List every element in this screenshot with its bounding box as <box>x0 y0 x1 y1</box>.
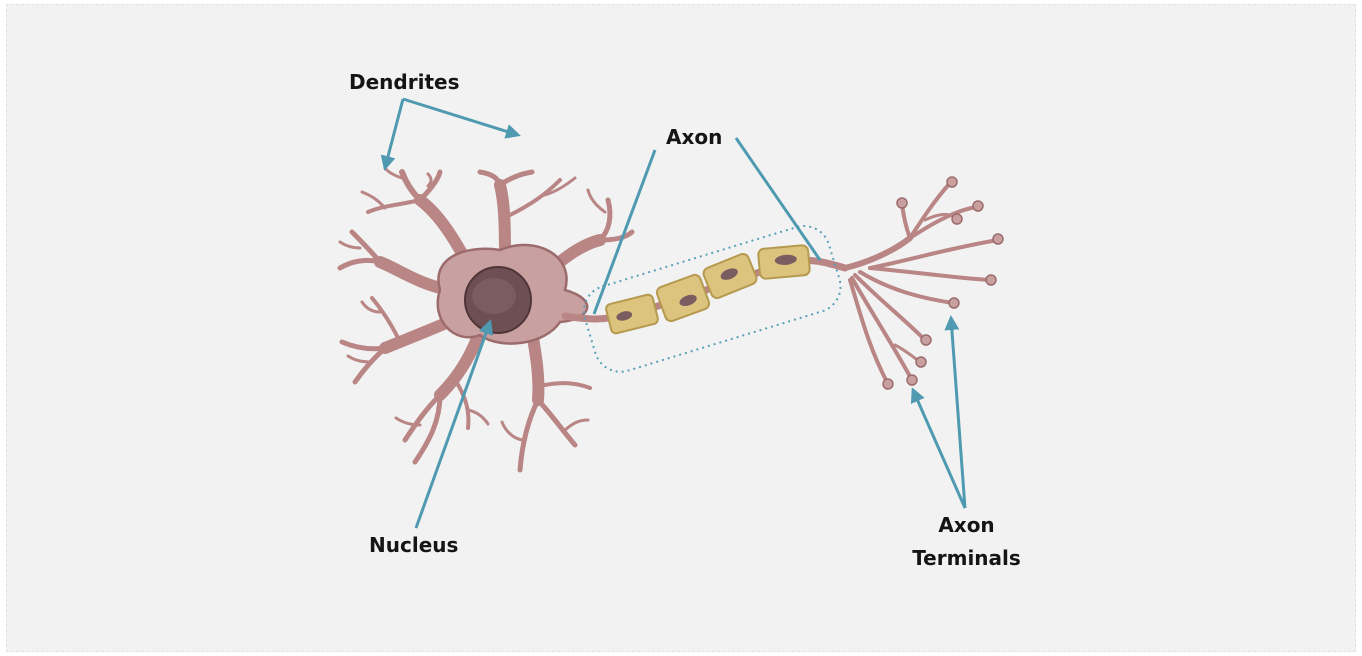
dendrites-pointer-right <box>402 97 521 139</box>
nucleus-pointer <box>414 319 494 529</box>
axon-pointer-left <box>592 149 657 315</box>
dendrites-label: Dendrites <box>349 70 460 94</box>
axon-terminals-label-line1: Axon <box>938 513 995 537</box>
pointer-lines <box>380 97 967 529</box>
terminals-pointer-left <box>910 387 967 509</box>
axon-terminals-label: Axon Terminals <box>909 509 1024 575</box>
axon-label: Axon <box>666 125 723 149</box>
terminals-pointer-right <box>944 315 967 509</box>
axon-terminal-bulbs <box>882 176 1004 390</box>
nucleus-label: Nucleus <box>369 533 459 557</box>
diagram-canvas <box>6 4 1356 652</box>
axon-terminals-label-line2: Terminals <box>912 546 1021 570</box>
axon-terminals-illustration <box>842 181 1000 386</box>
myelin-sheath-outline <box>582 225 842 373</box>
axon-pointer-right <box>734 137 822 261</box>
nucleus-highlight <box>472 278 516 314</box>
dendrites-pointer-left <box>380 98 405 171</box>
myelin-cells <box>605 244 811 335</box>
